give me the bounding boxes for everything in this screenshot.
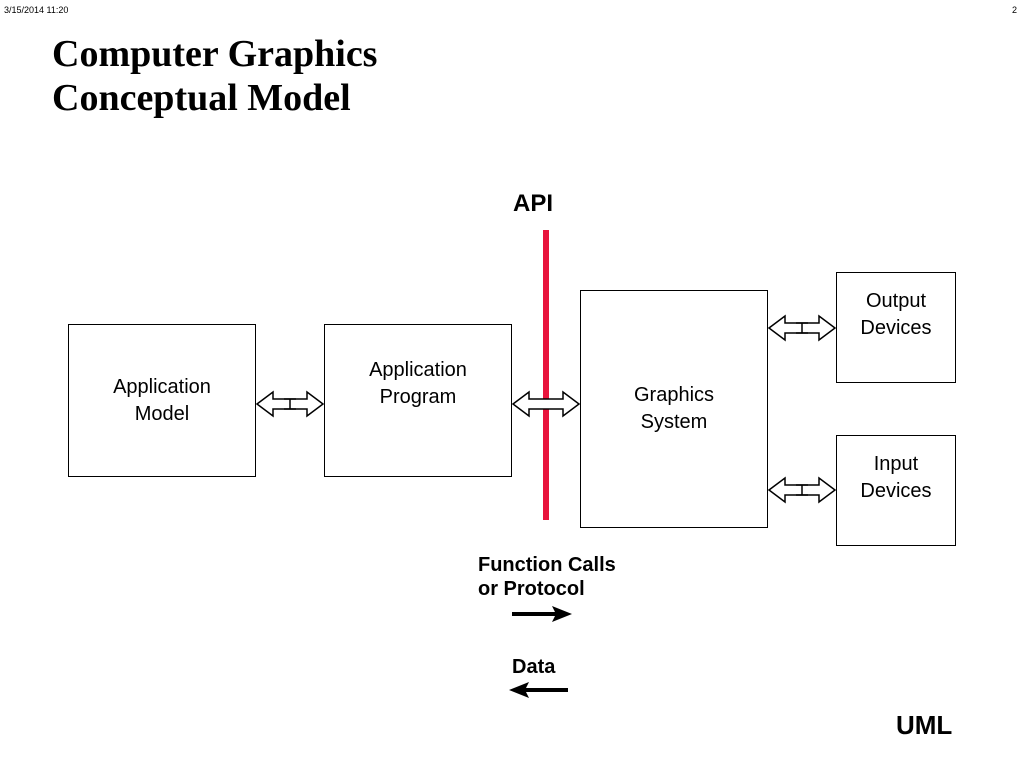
title-line-1: Computer Graphics xyxy=(52,33,378,75)
page-number: 2 xyxy=(1011,5,1017,15)
graphics-output-double-arrow xyxy=(768,315,836,341)
output-devices-box: Output Devices xyxy=(836,272,956,383)
application-program-label-2: Program xyxy=(379,386,457,408)
application-model-box: Application Model xyxy=(68,324,256,477)
input-devices-label-1: Input xyxy=(873,453,919,475)
title-line-2: Conceptual Model xyxy=(52,77,351,119)
function-calls-arrow-icon xyxy=(512,606,572,622)
graphics-system-label-2: System xyxy=(640,411,708,433)
model-program-double-arrow xyxy=(256,391,324,417)
legend-data: Data xyxy=(512,656,556,678)
output-devices-label-1: Output xyxy=(865,290,927,312)
input-devices-box: Input Devices xyxy=(836,435,956,546)
footer-uml-label: UML xyxy=(896,710,953,740)
input-devices-label-2: Devices xyxy=(860,480,932,502)
header-date: 3/15/2014 11:20 xyxy=(4,5,69,15)
api-label: API xyxy=(513,190,554,217)
graphics-input-double-arrow xyxy=(768,477,836,503)
api-boundary-line xyxy=(543,230,549,520)
application-program-box: Application Program xyxy=(324,324,512,477)
page-title: Computer Graphics Conceptual Model xyxy=(52,32,377,120)
application-model-label-2: Model xyxy=(134,402,190,425)
legend-function-calls-line-2: or Protocol xyxy=(478,578,585,600)
application-model-label-1: Application xyxy=(113,375,211,398)
data-arrow-icon xyxy=(509,682,568,698)
graphics-system-label-1: Graphics xyxy=(633,384,715,406)
legend-function-calls: Function Calls or Protocol xyxy=(478,553,616,601)
graphics-system-box: Graphics System xyxy=(580,290,768,528)
program-graphics-double-arrow xyxy=(512,391,580,417)
legend-function-calls-line-1: Function Calls xyxy=(478,554,616,576)
application-program-label-1: Application xyxy=(369,359,467,381)
output-devices-label-2: Devices xyxy=(860,317,932,339)
